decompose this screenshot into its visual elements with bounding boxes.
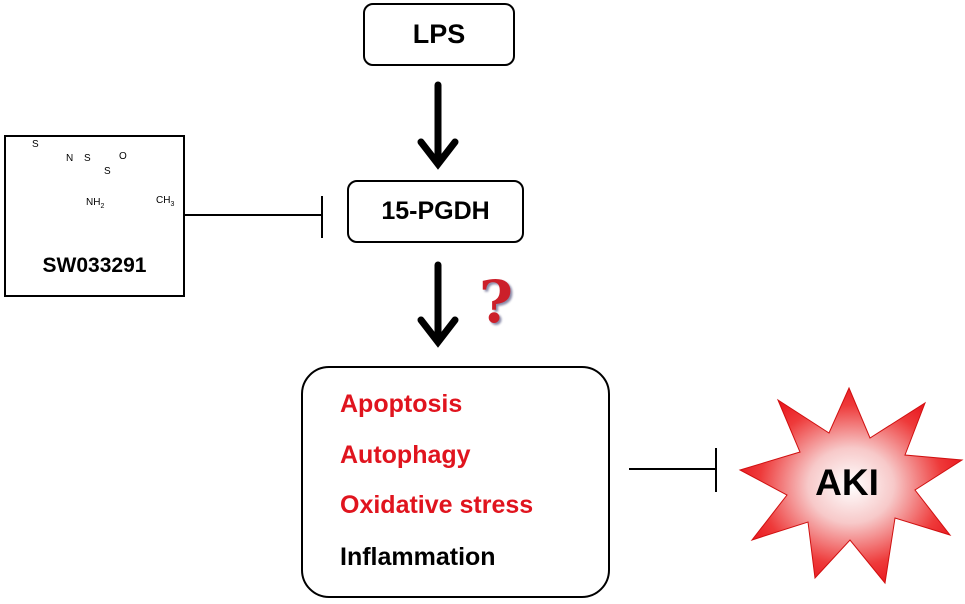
molecule-label-o: O — [119, 151, 127, 162]
molecule-label-n: N — [66, 153, 74, 164]
molecule-label-ch3: CH3 — [156, 195, 175, 208]
aki-starburst — [738, 386, 964, 585]
drug-name: SW033291 — [42, 254, 147, 277]
drug-node: S N S S O NH2 CH3 SW033291 — [4, 135, 185, 297]
molecule-label-s3: S — [104, 166, 111, 177]
effects-node: Apoptosis Autophagy Oxidative stress Inf… — [301, 366, 610, 598]
effects-inhibition-line — [629, 448, 717, 492]
pgdh-to-effects-arrow — [417, 261, 459, 348]
lps-label: LPS — [412, 19, 466, 49]
molecule-label-nh2: NH2 — [86, 197, 105, 210]
effect-autophagy: Autophagy — [340, 441, 471, 469]
effect-inflammation: Inflammation — [340, 543, 496, 571]
effect-apoptosis: Apoptosis — [340, 390, 463, 418]
lps-node: LPS — [363, 3, 515, 66]
aki-label: AKI — [815, 462, 879, 503]
effect-oxidative-stress: Oxidative stress — [340, 491, 534, 519]
molecule-label-s1: S — [32, 139, 39, 150]
drug-inhibition-line — [185, 196, 323, 238]
pgdh-label: 15-PGDH — [381, 197, 490, 225]
pgdh-node: 15-PGDH — [347, 180, 524, 243]
question-mark: ? — [479, 268, 513, 336]
lps-to-pgdh-arrow — [417, 81, 459, 170]
molecule-label-s2: S — [84, 153, 91, 164]
